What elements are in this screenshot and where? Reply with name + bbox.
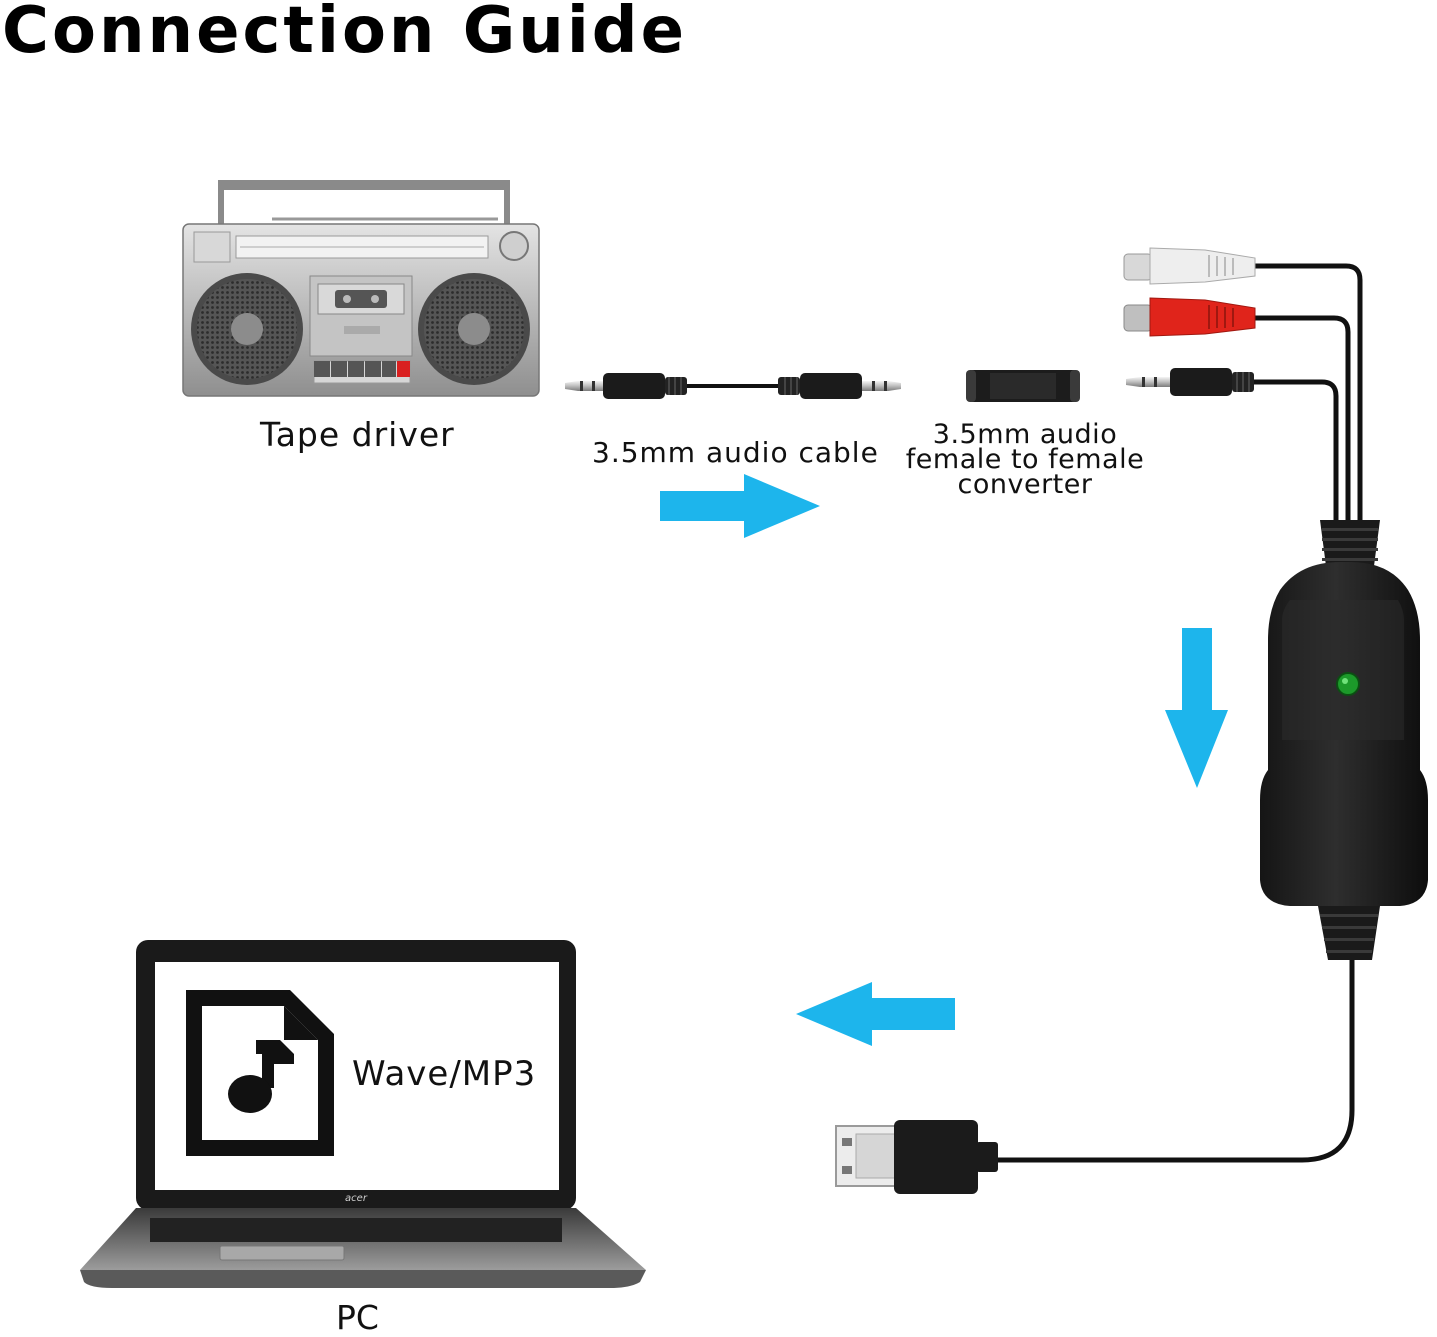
usb-capture-device-icon — [995, 520, 1428, 1163]
rca-splitter-cable-icon — [1123, 247, 1363, 520]
tape-driver-label: Tape driver — [260, 415, 455, 454]
converter-label-line: converter — [957, 469, 1093, 500]
converter-label: 3.5mm audio female to female converter — [898, 419, 1152, 500]
arrow-left-icon — [796, 982, 955, 1046]
arrow-down-icon — [1165, 628, 1228, 788]
converter-label-line: 3.5mm audio — [932, 419, 1118, 450]
file-format-label: Wave/MP3 — [352, 1054, 537, 1094]
laptop-brand-label: acer — [345, 1193, 368, 1204]
usb-plug-icon — [835, 1120, 998, 1194]
boombox-icon — [182, 180, 540, 397]
converter-label-line: female to female — [905, 444, 1145, 475]
laptop-icon — [80, 940, 646, 1288]
audio-cable-label: 3.5mm audio cable — [592, 436, 879, 469]
audio-cable-icon — [565, 373, 901, 399]
pc-label: PC — [336, 1298, 379, 1337]
arrow-right-icon — [660, 474, 820, 538]
page-title: Connection Guide — [2, 0, 687, 68]
female-coupler-icon — [966, 370, 1080, 402]
music-file-icon — [186, 990, 334, 1156]
